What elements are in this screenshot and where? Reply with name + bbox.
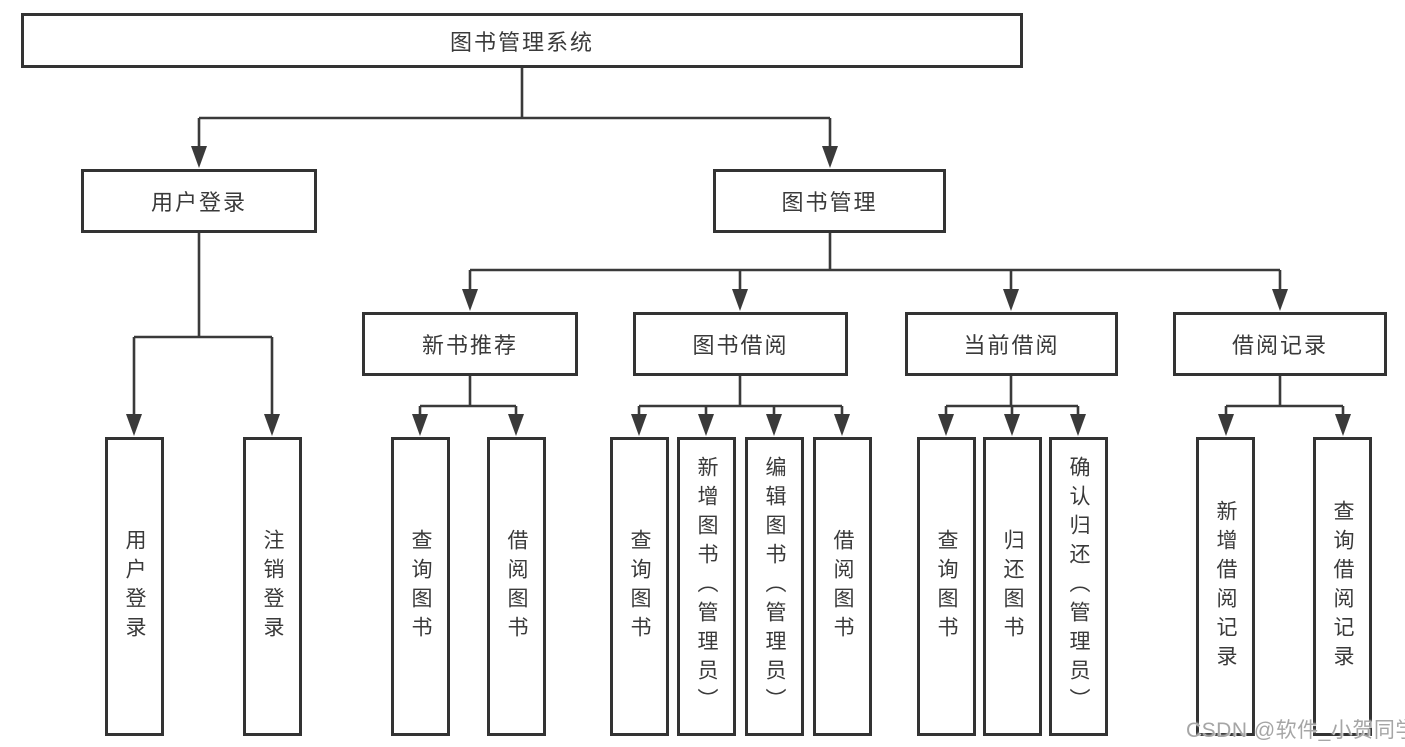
leaf-edit-book-admin: 编辑图书（管理员） [745,437,804,736]
leaf-recommend-query-book-label: 查询图书 [409,528,432,645]
leaf-user-login: 用户登录 [105,437,164,736]
csdn-watermark: CSDN @软件_小贺同学 [1186,719,1405,742]
leaf-query-borrow-record: 查询借阅记录 [1313,437,1372,736]
node-book-borrow: 图书借阅 [633,312,848,376]
leaf-add-book-admin: 新增图书（管理员） [677,437,736,736]
arrowheads [126,146,1351,436]
node-book-management-label: 图书管理 [781,190,878,215]
node-book-borrow-label: 图书借阅 [692,333,789,358]
node-user-login: 用户登录 [81,169,317,233]
leaf-borrow-query-book-label: 查询图书 [628,528,651,645]
leaf-return-book-label: 归还图书 [1001,528,1024,645]
leaf-edit-book-admin-label: 编辑图书（管理员） [763,456,786,717]
leaf-confirm-return-admin: 确认归还（管理员） [1049,437,1108,736]
node-borrow-records-label: 借阅记录 [1231,333,1328,358]
leaf-borrow-query-book: 查询图书 [610,437,669,736]
leaf-borrow-book: 借阅图书 [813,437,872,736]
leaf-query-borrow-record-label: 查询借阅记录 [1331,499,1354,674]
node-root: 图书管理系统 [21,13,1023,68]
leaf-current-query-book: 查询图书 [917,437,976,736]
node-book-management: 图书管理 [713,169,946,233]
leaf-recommend-query-book: 查询图书 [391,437,450,736]
leaf-logout-label: 注销登录 [261,528,284,645]
leaf-return-book: 归还图书 [983,437,1042,736]
leaf-recommend-borrow-book-label: 借阅图书 [505,528,528,645]
node-new-book-recommend: 新书推荐 [362,312,578,376]
node-borrow-records: 借阅记录 [1173,312,1387,376]
leaf-confirm-return-admin-label: 确认归还（管理员） [1067,456,1090,717]
node-new-book-recommend-label: 新书推荐 [421,333,518,358]
leaf-add-book-admin-label: 新增图书（管理员） [695,456,718,717]
leaf-add-borrow-record-label: 新增借阅记录 [1214,499,1237,674]
node-root-label: 图书管理系统 [449,29,594,55]
leaf-current-query-book-label: 查询图书 [935,528,958,645]
leaf-borrow-book-label: 借阅图书 [831,528,854,645]
leaf-logout: 注销登录 [243,437,302,736]
leaf-user-login-label: 用户登录 [123,528,146,645]
node-user-login-label: 用户登录 [150,190,247,215]
node-current-borrow-label: 当前借阅 [963,333,1060,358]
leaf-recommend-borrow-book: 借阅图书 [487,437,546,736]
leaf-add-borrow-record: 新增借阅记录 [1196,437,1255,736]
connector-paths [132,68,1345,414]
node-current-borrow: 当前借阅 [905,312,1118,376]
